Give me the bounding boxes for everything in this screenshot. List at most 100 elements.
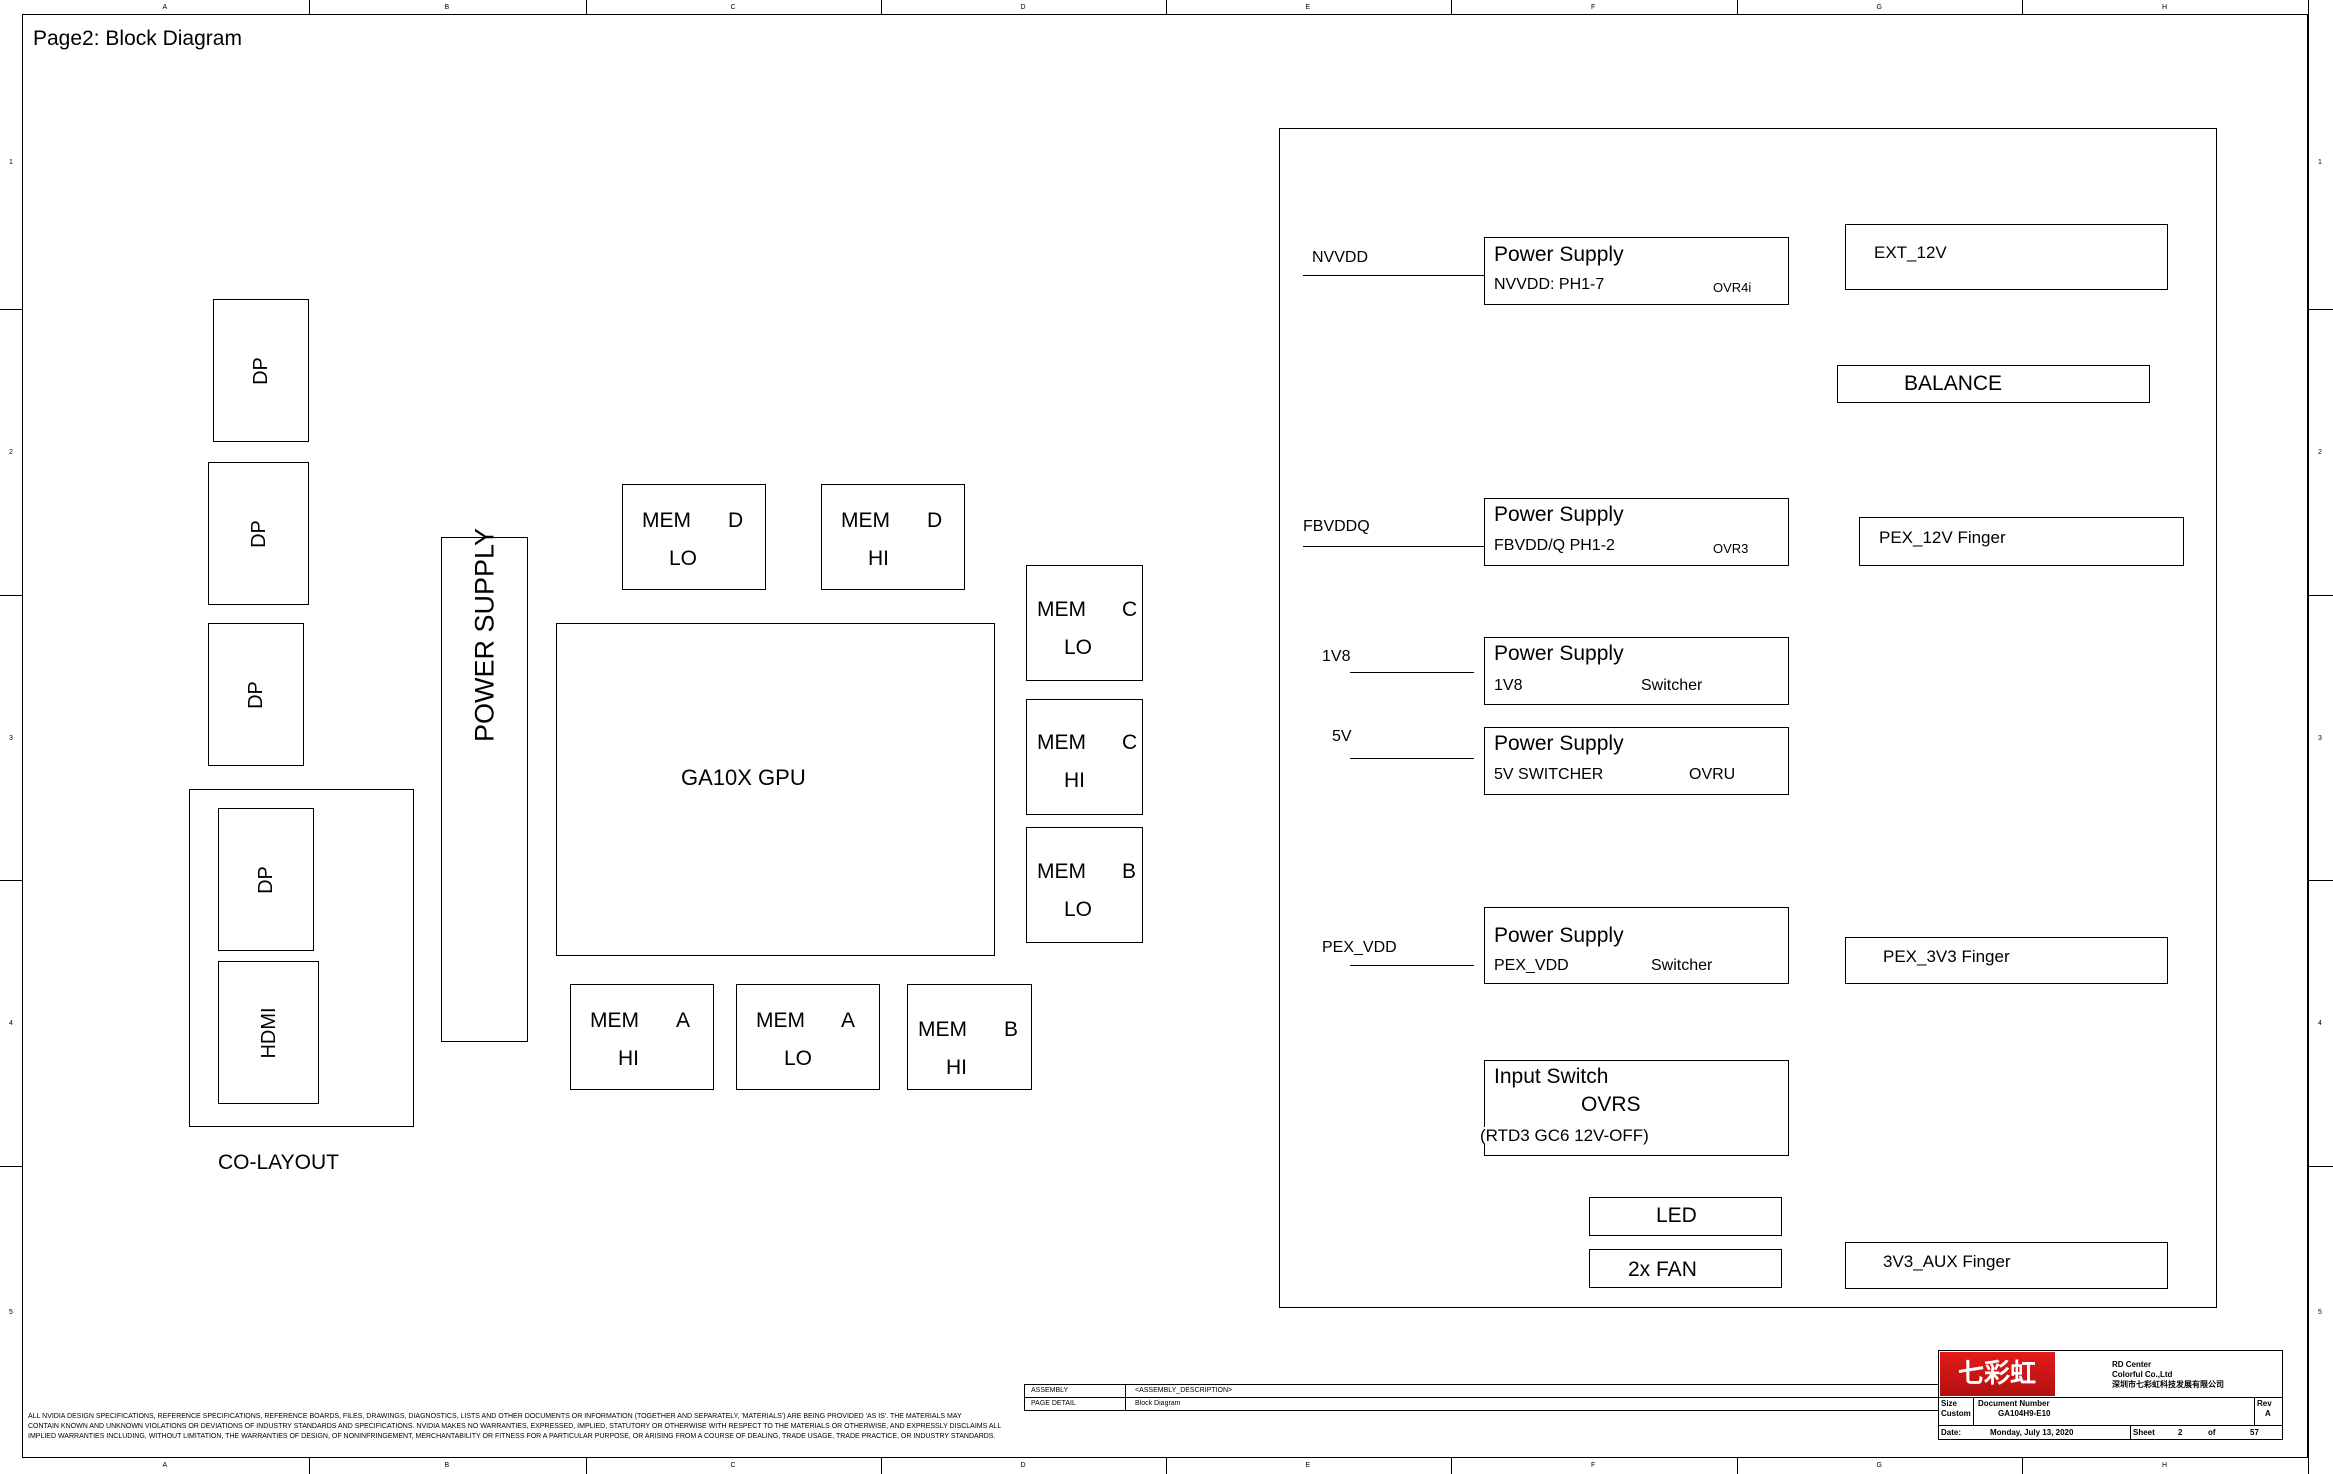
mem-bank: LO <box>784 1047 813 1070</box>
balance-block: BALANCE <box>1837 365 2150 403</box>
title-block-col-line <box>2130 1425 2131 1440</box>
mem-bank: LO <box>1064 898 1093 921</box>
ext-12v-label: EXT_12V <box>1874 243 1947 262</box>
fan-block: 2x FAN <box>1589 1249 1782 1288</box>
dp-connector-3: DP <box>208 623 304 766</box>
drawing-frame <box>22 14 2308 1458</box>
zone-divider-tick <box>881 1458 882 1474</box>
wire-nvvdd <box>1303 275 1484 276</box>
net-label-nvvdd: NVVDD <box>1312 249 1369 266</box>
mem-d-lo: MEM D LO <box>622 484 766 590</box>
supply-tag: Switcher <box>1651 957 1713 974</box>
date-value: Monday, July 13, 2020 <box>1990 1428 2074 1437</box>
supply-tag: OVRU <box>1689 766 1736 783</box>
gpu-label: GA10X GPU <box>681 765 806 790</box>
net-label-1v8: 1V8 <box>1322 648 1351 665</box>
power-supply-1v8: Power Supply 1V8 Switcher <box>1484 637 1789 705</box>
zone-divider-tick <box>881 0 882 14</box>
pex-3v3-finger-block: PEX_3V3 Finger <box>1845 937 2168 984</box>
supply-title: Power Supply <box>1494 243 1624 266</box>
led-block: LED <box>1589 1197 1782 1236</box>
column-label: B <box>444 1462 450 1469</box>
title-block-col-line <box>1973 1397 1974 1425</box>
supply-detail: 5V SWITCHER <box>1494 766 1604 783</box>
mem-c-hi: MEM C HI <box>1026 699 1143 815</box>
sheet-number: 2 <box>2178 1428 2183 1437</box>
column-label: B <box>444 4 450 11</box>
mem-channel: A <box>841 1009 856 1032</box>
gpu-block: GA10X GPU <box>556 623 995 956</box>
net-label-5v: 5V <box>1332 728 1352 745</box>
dp-connector-4: DP <box>218 808 314 951</box>
mem-a-hi: MEM A HI <box>570 984 714 1090</box>
column-label: C <box>730 1462 736 1469</box>
sheet-label: Sheet <box>2133 1428 2155 1437</box>
mem-label: MEM <box>1037 860 1086 883</box>
column-label: E <box>1305 4 1311 11</box>
size-label: Size <box>1941 1399 1958 1408</box>
disclaimer-line: ALL NVIDIA DESIGN SPECIFICATIONS, REFERE… <box>28 1413 962 1420</box>
mem-channel: C <box>1122 598 1138 621</box>
ext-12v-block: EXT_12V <box>1845 224 2168 290</box>
input-switch-title: Input Switch <box>1494 1065 1609 1088</box>
assembly-value: <ASSEMBLY_DESCRIPTION> <box>1135 1387 1233 1394</box>
hdmi-connector: HDMI <box>218 961 319 1104</box>
sheet-total: 57 <box>2250 1428 2259 1437</box>
company-line: Colorful Co.,Ltd <box>2112 1370 2173 1379</box>
mem-channel: B <box>1122 860 1137 883</box>
zone-divider-tick <box>2308 880 2333 881</box>
mem-b-lo: MEM B LO <box>1026 827 1143 943</box>
supply-detail: NVVDD: PH1-7 <box>1494 276 1605 293</box>
mem-channel: D <box>728 509 744 532</box>
mem-bank: LO <box>669 547 698 570</box>
dp-label: DP <box>255 865 277 894</box>
column-label: F <box>1591 4 1596 11</box>
zone-divider-tick <box>1166 1458 1167 1474</box>
zone-divider-tick <box>1737 0 1738 14</box>
title-block-col-line <box>2254 1397 2255 1425</box>
wire-pex-vdd <box>1350 965 1474 966</box>
row-label: 1 <box>2318 158 2322 166</box>
zone-divider-tick <box>586 1458 587 1474</box>
column-label: C <box>730 4 736 11</box>
date-label: Date: <box>1941 1428 1962 1437</box>
disclaimer-text: ALL NVIDIA DESIGN SPECIFICATIONS, REFERE… <box>28 1413 1068 1440</box>
supply-detail: PEX_VDD <box>1494 957 1569 974</box>
page-detail-label: PAGE DETAIL <box>1031 1400 1076 1407</box>
co-layout-label: CO-LAYOUT <box>218 1151 339 1174</box>
mem-bank: HI <box>868 547 889 570</box>
supply-title: Power Supply <box>1494 503 1624 526</box>
column-label: A <box>162 1462 168 1469</box>
row-label: 2 <box>9 449 13 456</box>
column-label: D <box>1020 4 1026 11</box>
zone-divider-tick <box>2308 309 2333 310</box>
zone-divider-tick <box>1451 0 1452 14</box>
mem-d-hi: MEM D HI <box>821 484 965 590</box>
power-supply-pex-vdd: Power Supply PEX_VDD Switcher <box>1484 907 1789 984</box>
power-supply-block: POWER SUPPLY <box>441 528 528 1042</box>
wire-fbvddq <box>1303 546 1484 547</box>
dp-label: DP <box>247 519 270 548</box>
assembly-table-col <box>1125 1384 1126 1410</box>
logo-text: 七彩虹 <box>1958 1359 2037 1389</box>
rev-label: Rev <box>2257 1399 2272 1408</box>
mem-bank: HI <box>618 1047 639 1070</box>
row-label: 2 <box>2318 449 2322 456</box>
mem-b-hi: MEM B HI <box>907 984 1032 1090</box>
supply-tag: OVR4i <box>1713 280 1752 295</box>
assembly-label: ASSEMBLY <box>1031 1387 1069 1394</box>
3v3-aux-finger-label: 3V3_AUX Finger <box>1883 1252 2011 1271</box>
supply-tag: Switcher <box>1641 677 1703 694</box>
mem-channel: B <box>1004 1018 1019 1041</box>
row-label: 5 <box>2318 1309 2322 1316</box>
row-label: 1 <box>9 158 13 166</box>
page-title: Page2: Block Diagram <box>33 27 242 50</box>
page-detail-value: Block Diagram <box>1135 1400 1181 1407</box>
column-label: E <box>1305 1462 1311 1469</box>
power-supply-nvvdd: Power Supply NVVDD: PH1-7 OVR4i <box>1484 237 1789 305</box>
net-label-fbvddq: FBVDDQ <box>1303 518 1370 535</box>
company-logo: 七彩虹 <box>1940 1352 2055 1396</box>
disclaimer-line: IMPLIED WARRANTIES INCLUDING, WITHOUT LI… <box>28 1433 996 1440</box>
zone-divider-tick <box>2022 1458 2023 1474</box>
row-label: 3 <box>2318 734 2322 742</box>
